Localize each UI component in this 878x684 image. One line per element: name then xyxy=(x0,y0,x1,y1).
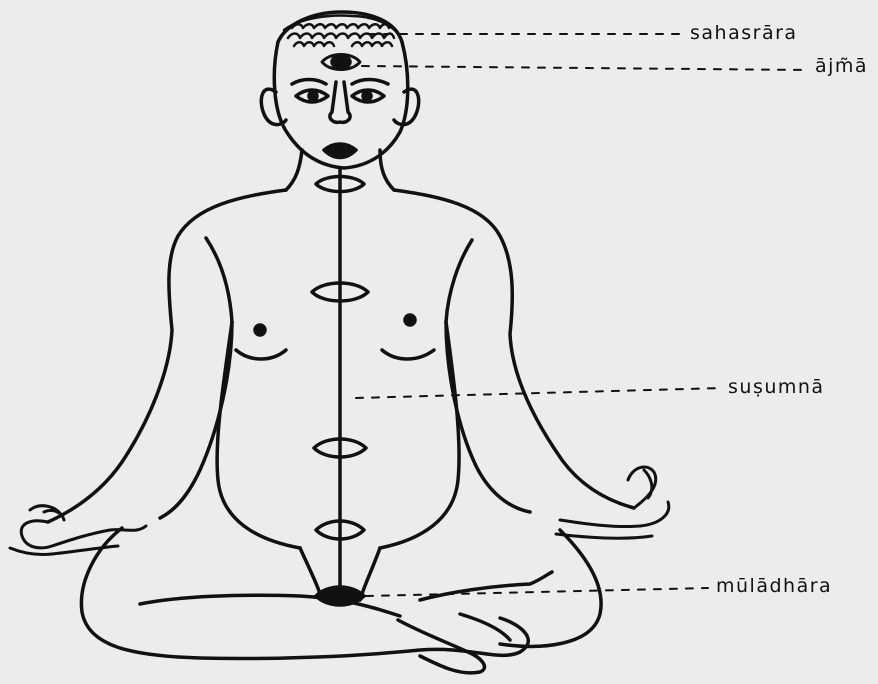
leader-line-muladhara xyxy=(366,588,708,596)
label-susumna: suṣumnā xyxy=(728,376,825,398)
label-ajna: ājm̃ā xyxy=(815,55,868,77)
leader-line-ajna xyxy=(362,66,808,70)
label-muladhara: mūlādhāra xyxy=(716,575,832,597)
leader-lines xyxy=(356,34,808,596)
label-sahasrara: sahasrāra xyxy=(690,22,798,44)
leader-line-susumna xyxy=(356,388,722,398)
